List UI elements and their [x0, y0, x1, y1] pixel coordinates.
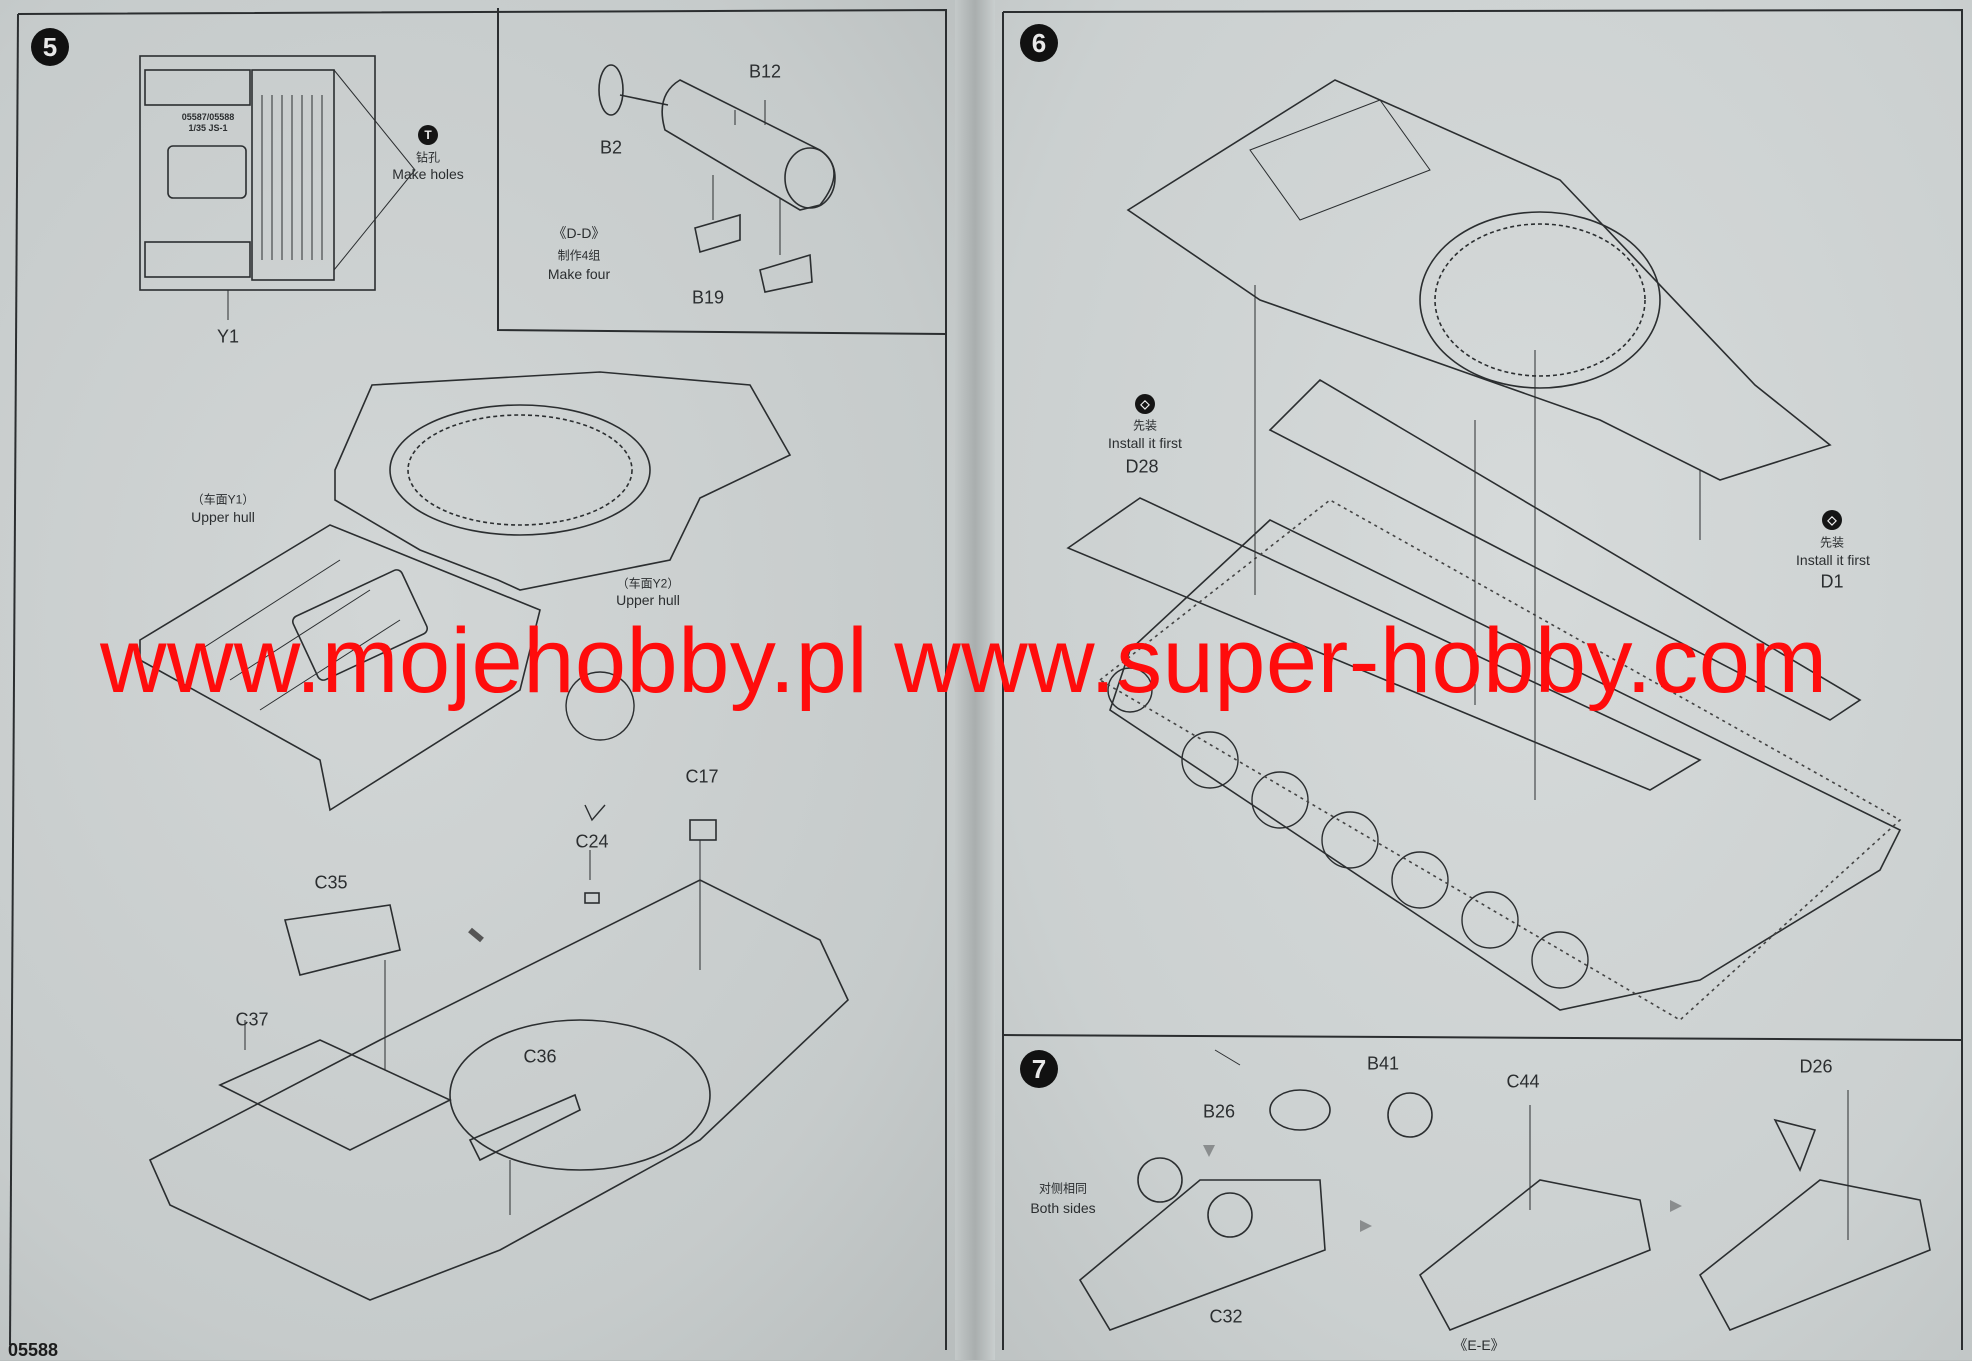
watermark-text: www.mojehobby.pl www.super-hobby.com	[100, 610, 1828, 712]
upper-hull-y2-cn: （车面Y2）	[616, 576, 680, 591]
upper-hull-drawing	[139, 371, 792, 812]
install-first-icon: ◇	[1135, 394, 1155, 414]
step-6-number: 6	[1020, 24, 1058, 62]
drill-note-cn: 钻孔	[415, 150, 441, 165]
part-label-c35: C35	[314, 872, 348, 893]
y1-part-text: 05587/05588 1/35 JS-1	[181, 112, 235, 133]
subassembly-dd-en: Make four	[547, 266, 611, 282]
subassembly-dd: 《D-D》	[552, 225, 606, 241]
install-first-en-d28: Install it first	[1108, 435, 1182, 451]
part-label-b2: B2	[599, 137, 623, 158]
subassembly-dd-cn: 制作4组	[557, 248, 601, 263]
both-sides-en: Both sides	[1030, 1200, 1096, 1216]
drill-icon: T	[418, 125, 438, 145]
step-5-number: 5	[31, 28, 69, 66]
part-label-b19: B19	[691, 287, 725, 308]
both-sides-cn: 对侧相同	[1038, 1181, 1088, 1196]
install-first-cn-d28: 先装	[1132, 418, 1158, 433]
road-wheels	[1107, 667, 1589, 989]
part-label-c36: C36	[523, 1046, 557, 1067]
part-label-c44: C44	[1506, 1071, 1540, 1092]
left-page	[0, 0, 965, 1360]
step-7-number: 7	[1020, 1050, 1058, 1088]
drill-note-en: Make holes	[392, 166, 464, 182]
tank-hull-drawing	[1066, 79, 1902, 1021]
part-label-d26: D26	[1799, 1056, 1833, 1077]
subassembly-ee: 《E-E》	[1453, 1337, 1505, 1353]
part-label-b41: B41	[1366, 1053, 1400, 1074]
part-label-c32: C32	[1209, 1306, 1243, 1327]
fuel-drum-drawing	[598, 64, 836, 293]
install-first-cn-d1: 先装	[1819, 535, 1845, 550]
install-first-en-d1: Install it first	[1796, 552, 1870, 568]
install-first-icon: ◇	[1822, 510, 1842, 530]
upper-hull-y1-en: Upper hull	[191, 509, 255, 525]
product-code: 05588	[8, 1340, 59, 1360]
upper-hull-y1-cn: （车面Y1）	[191, 492, 255, 507]
part-label-c17: C17	[685, 766, 719, 787]
part-label-c37: C37	[235, 1009, 269, 1030]
part-label-d1: D1	[1820, 571, 1844, 592]
step7-drawings	[1078, 1049, 1931, 1332]
part-label-c24: C24	[575, 831, 609, 852]
y1-hull-plate-drawing	[139, 55, 416, 320]
part-label-b12: B12	[748, 61, 782, 82]
lower-hull-drawing	[148, 671, 849, 1301]
part-label-d28: D28	[1125, 456, 1159, 477]
upper-hull-y2-en: Upper hull	[616, 592, 680, 608]
book-spine	[955, 0, 995, 1360]
part-label-b26: B26	[1202, 1101, 1236, 1122]
step5-frame	[9, 8, 947, 1350]
step6-frame	[1002, 8, 1963, 1350]
part-label-y1: Y1	[216, 326, 240, 347]
